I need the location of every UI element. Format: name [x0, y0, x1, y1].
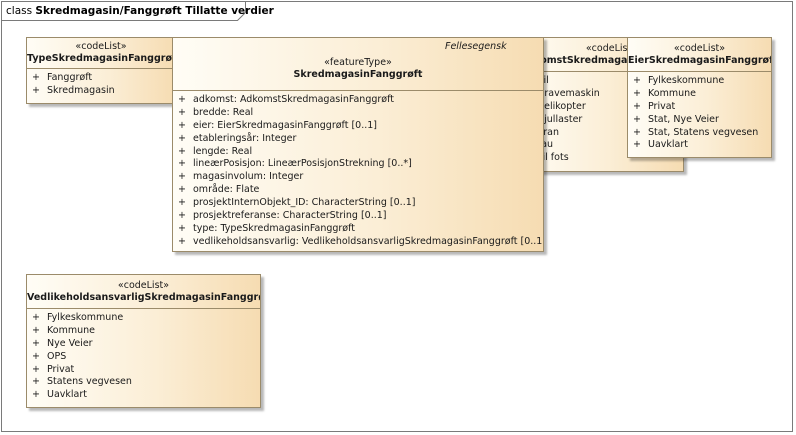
tagged-value-label: Fellesegensk — [445, 41, 507, 52]
frame-keyword: class — [6, 5, 33, 17]
literal-list: +Fylkeskommune +Kommune +Nye Veier +OPS … — [27, 309, 260, 402]
frame-tab-outline — [1, 1, 246, 21]
attribute-item: +etableringsår: Integer — [178, 132, 297, 144]
attribute-item: +område: Flate — [178, 184, 260, 196]
attribute-item: +adkomst: AdkomstSkredmagasinFanggrøft — [178, 94, 394, 105]
stereotype-label: «featureType» — [324, 57, 392, 68]
stereotype-label: «codeList» — [117, 280, 170, 291]
class-name: EierSkredmagasinFanggrøft — [628, 55, 772, 66]
class-name: TypeSkredmagasinFanggrøft — [27, 53, 176, 64]
class-eier-skredmagasin-fanggroft[interactable]: «codeList» EierSkredmagasinFanggrøft +Fy… — [627, 37, 772, 158]
class-name: VedlikeholdsansvarligSkredmagasinFanggrø… — [27, 292, 261, 303]
class-skredmagasin-fanggroft[interactable]: «featureType» SkredmagasinFanggrøft Fell… — [172, 37, 544, 252]
attribute-item: +type: TypeSkredmagasinFanggrøft — [178, 222, 356, 234]
list-item: +Kommune — [633, 87, 696, 99]
list-item: +Stat, Nye Veier — [633, 113, 719, 125]
list-item: +OPS — [32, 350, 67, 362]
attribute-item: +eier: EierSkredmagasinFanggrøft [0..1] — [178, 119, 377, 131]
list-item: +Stat, Statens vegvesen — [633, 126, 759, 138]
frame-title: class Skredmagasin/Fanggrøft Tillatte ve… — [6, 5, 274, 17]
attribute-list: +adkomst: AdkomstSkredmagasinFanggrøft +… — [173, 91, 543, 249]
class-name: SkredmagasinFanggrøft — [293, 69, 423, 80]
class-vedlikeholdsansvarlig-skredmagasin-fanggroft[interactable]: «codeList» VedlikeholdsansvarligSkredmag… — [26, 274, 261, 408]
attribute-item: +magasinvolum: Integer — [178, 171, 304, 183]
list-item: +Fanggrøft — [32, 72, 93, 83]
literal-list: +Fylkeskommune +Kommune +Privat +Stat, N… — [628, 72, 771, 152]
literal-list: +Fanggrøft +Skredmagasin — [27, 69, 175, 98]
list-item: +Privat — [633, 100, 676, 112]
list-item: +Statens vegvesen — [32, 376, 132, 388]
stereotype-label: «codeList» — [75, 41, 127, 52]
attribute-item: +lengde: Real — [178, 145, 253, 157]
list-item: +Nye Veier — [32, 337, 93, 349]
list-item: +Fylkeskommune — [633, 75, 725, 86]
list-item: +Uavklart — [32, 389, 87, 401]
attribute-item: +prosjektreferanse: CharacterString [0..… — [178, 210, 387, 222]
attribute-item: +lineærPosisjon: LineærPosisjonStrekning… — [178, 158, 412, 170]
stereotype-label: «codeList» — [585, 43, 637, 54]
list-item: +Skredmagasin — [32, 84, 115, 96]
class-name: AdkomstSkredmagas — [520, 55, 634, 66]
stereotype-label: «codeList» — [673, 43, 726, 54]
list-item: +Kommune — [32, 324, 95, 336]
frame-name: Skredmagasin/Fanggrøft Tillatte verdier — [35, 5, 274, 17]
attribute-item: +prosjektInternObjekt_ID: CharacterStrin… — [178, 197, 416, 209]
list-item: +Fylkeskommune — [32, 312, 124, 323]
list-item: +Uavklart — [633, 139, 688, 151]
list-item: +Privat — [32, 363, 75, 375]
class-type-skredmagasin-fanggroft[interactable]: «codeList» TypeSkredmagasinFanggrøft +Fa… — [26, 37, 176, 104]
attribute-item: +vedlikeholdsansvarlig: Vedlikeholdsansv… — [178, 235, 544, 247]
attribute-item: +bredde: Real — [178, 106, 254, 118]
